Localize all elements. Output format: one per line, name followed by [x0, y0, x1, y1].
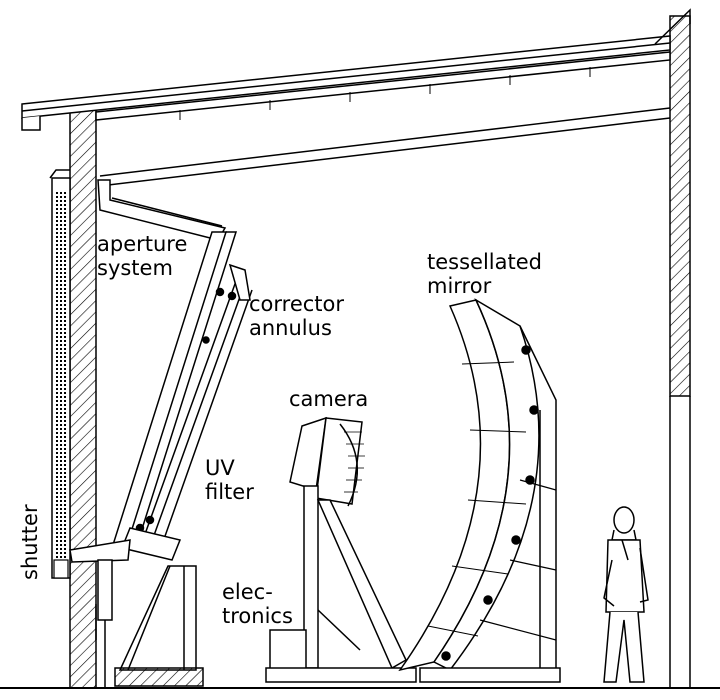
tessellated-mirror [398, 298, 561, 683]
roof [21, 8, 691, 187]
left-wall [69, 107, 97, 689]
label-tessellated-mirror: tessellated mirror [427, 250, 542, 298]
person-figure [603, 506, 649, 683]
label-camera: camera [289, 387, 369, 411]
label-corrector-annulus: corrector annulus [249, 292, 345, 340]
uv-filter-stand [114, 565, 204, 687]
shutter-panel [49, 169, 71, 579]
label-uv-filter: UV filter [205, 456, 254, 504]
label-electronics: elec- tronics [222, 580, 293, 628]
label-aperture-system: aperture system [97, 232, 188, 280]
aperture-assembly [69, 179, 253, 688]
camera-unit [265, 416, 417, 683]
label-shutter: shutter [18, 504, 42, 580]
right-wall [669, 15, 691, 688]
